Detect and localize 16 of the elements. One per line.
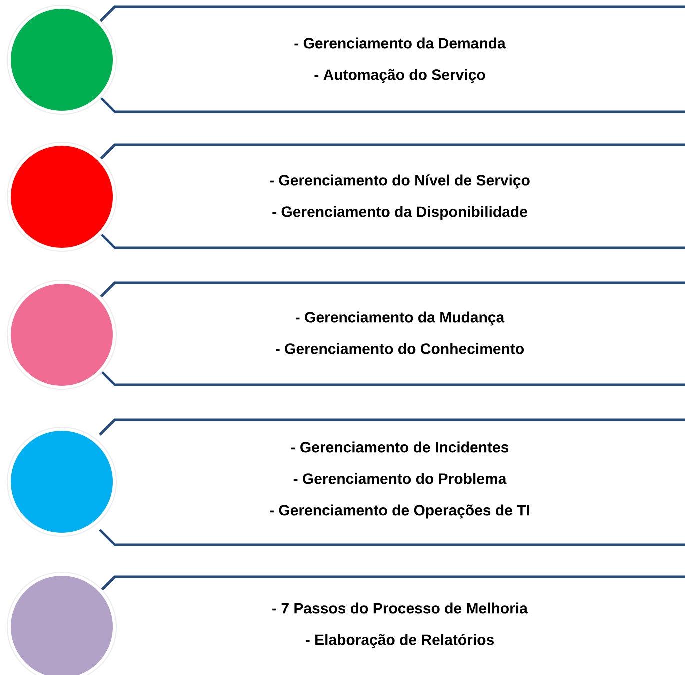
text-line: - 7 Passos do Processo de Melhoria [272,602,528,614]
text-line: - Gerenciamento de Operações de TI [270,504,530,519]
text-line: - Elaboração de Relatórios [306,634,494,648]
text-line: - Gerenciamento da Disponibilidade [272,206,528,220]
text-line: - Gerenciamento da Mudança [296,312,505,326]
process-bracket [99,576,685,648]
text-line: - Gerenciamento do Nível de Serviço [270,174,530,189]
text-line: - Gerenciamento da Demanda [294,38,506,49]
process-bracket [99,144,685,250]
process-bracket [99,282,685,386]
text-line: - Gerenciamento do Problema [294,473,507,484]
text-line: - Gerenciamento do Conhecimento [276,343,524,354]
text-line: - Gerenciamento de Incidentes [291,442,509,453]
text-line: - Automação do Serviço [314,69,486,84]
process-bracket [99,418,685,546]
process-bracket [99,6,685,114]
